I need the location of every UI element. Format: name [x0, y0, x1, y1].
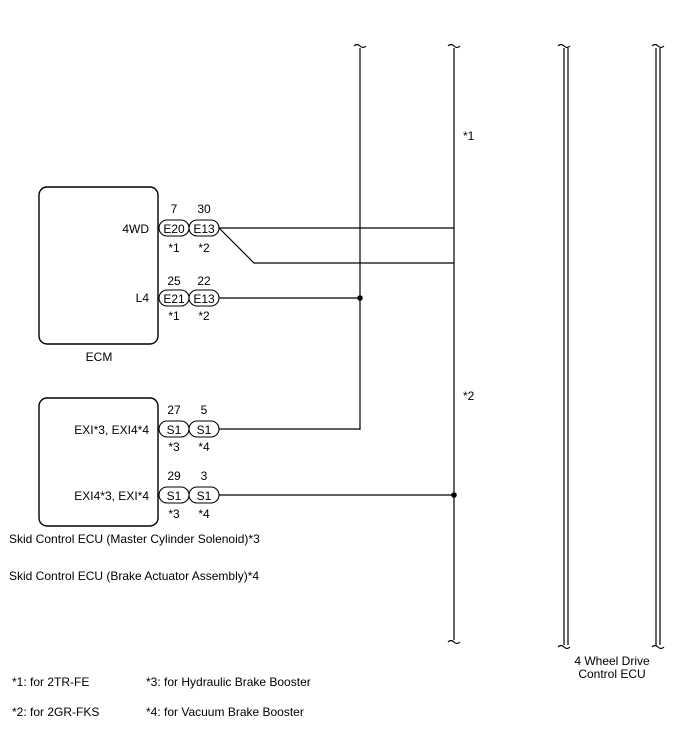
break-mark-ecu-right-top [651, 43, 665, 49]
connector-code: S1 [167, 423, 182, 437]
variant-note: *3 [168, 440, 180, 454]
break-mark-ecu-left-bottom [557, 644, 571, 650]
variant-note: *4 [198, 440, 210, 454]
skid-ecu-name-line2: Skid Control ECU (Brake Actuator Assembl… [9, 569, 259, 583]
connector-code: S1 [167, 489, 182, 503]
connector-code: E13 [193, 222, 215, 236]
break-mark-ecu-right-bottom [651, 644, 665, 650]
ecm-pin-4wd-label: 4WD [122, 222, 149, 236]
variant-note: *2 [198, 241, 210, 255]
legend-note-2: *2: for 2GR-FKS [12, 705, 99, 719]
legend-note-3: *3: for Hydraulic Brake Booster [146, 675, 311, 689]
connector-row-exi: 27 5 S1 S1 *3 *4 [158, 403, 220, 454]
skid-pin-exi-label: EXI*3, EXI4*4 [74, 423, 149, 437]
connector-code: E13 [193, 292, 215, 306]
variant-note: *3 [168, 507, 180, 521]
connector-code: E20 [163, 222, 185, 236]
variant-note: *1 [168, 241, 180, 255]
break-mark-ecu-left-top [557, 43, 571, 49]
pin-number: 30 [197, 202, 211, 216]
ecm-box [38, 186, 159, 345]
bus-lines [353, 43, 461, 645]
variant-note: *1 [168, 309, 180, 323]
break-mark-right-bottom [447, 639, 461, 645]
ecm-label: ECM [86, 350, 113, 364]
variant-note: *2 [198, 309, 210, 323]
skid-pin-exi4-label: EXI4*3, EXI*4 [74, 489, 149, 503]
skid-ecu-component: EXI*3, EXI4*4 EXI4*3, EXI*4 [38, 397, 159, 527]
connector-code: S1 [197, 423, 212, 437]
connector-row-4wd: 7 30 E20 E13 *1 *2 [158, 202, 220, 255]
legend: *1: for 2TR-FE *2: for 2GR-FKS *3: for H… [12, 675, 311, 719]
pin-number: 29 [167, 469, 181, 483]
legend-note-4: *4: for Vacuum Brake Booster [146, 705, 304, 719]
connector-code: E21 [163, 292, 185, 306]
variant-note: *4 [198, 507, 210, 521]
ecm-component: ECM 4WD L4 [38, 186, 159, 364]
pin-number: 7 [171, 202, 178, 216]
pin-number: 22 [197, 274, 211, 288]
connector-row-l4: 25 22 E21 E13 *1 *2 [158, 274, 220, 323]
pin-number: 3 [201, 469, 208, 483]
pin-number: 25 [167, 274, 181, 288]
break-mark-left [353, 43, 367, 49]
fourwd-ecu: 4 Wheel Drive Control ECU [557, 43, 665, 681]
junction-dot-exi4 [451, 492, 457, 498]
ecm-wires [218, 227, 454, 301]
connector-row-exi4: 29 3 S1 S1 *3 *4 [158, 469, 220, 521]
pin-number: 5 [201, 403, 208, 417]
junction-dot-l4 [357, 295, 363, 301]
skid-ecu-box [38, 397, 159, 527]
wire-4wd-branch [218, 227, 454, 264]
legend-note-1: *1: for 2TR-FE [12, 675, 89, 689]
wire-label-lower: *2 [463, 389, 475, 403]
fourwd-ecu-label-line2: Control ECU [578, 667, 645, 681]
wire-label-upper: *1 [463, 129, 475, 143]
fourwd-ecu-label-line1: 4 Wheel Drive [574, 654, 650, 668]
skid-wires [219, 428, 457, 498]
pin-number: 27 [167, 403, 181, 417]
connector-code: S1 [197, 489, 212, 503]
break-mark-right-top [447, 43, 461, 49]
skid-ecu-name-line1: Skid Control ECU (Master Cylinder Soleno… [9, 532, 260, 546]
ecm-pin-l4-label: L4 [136, 291, 150, 305]
